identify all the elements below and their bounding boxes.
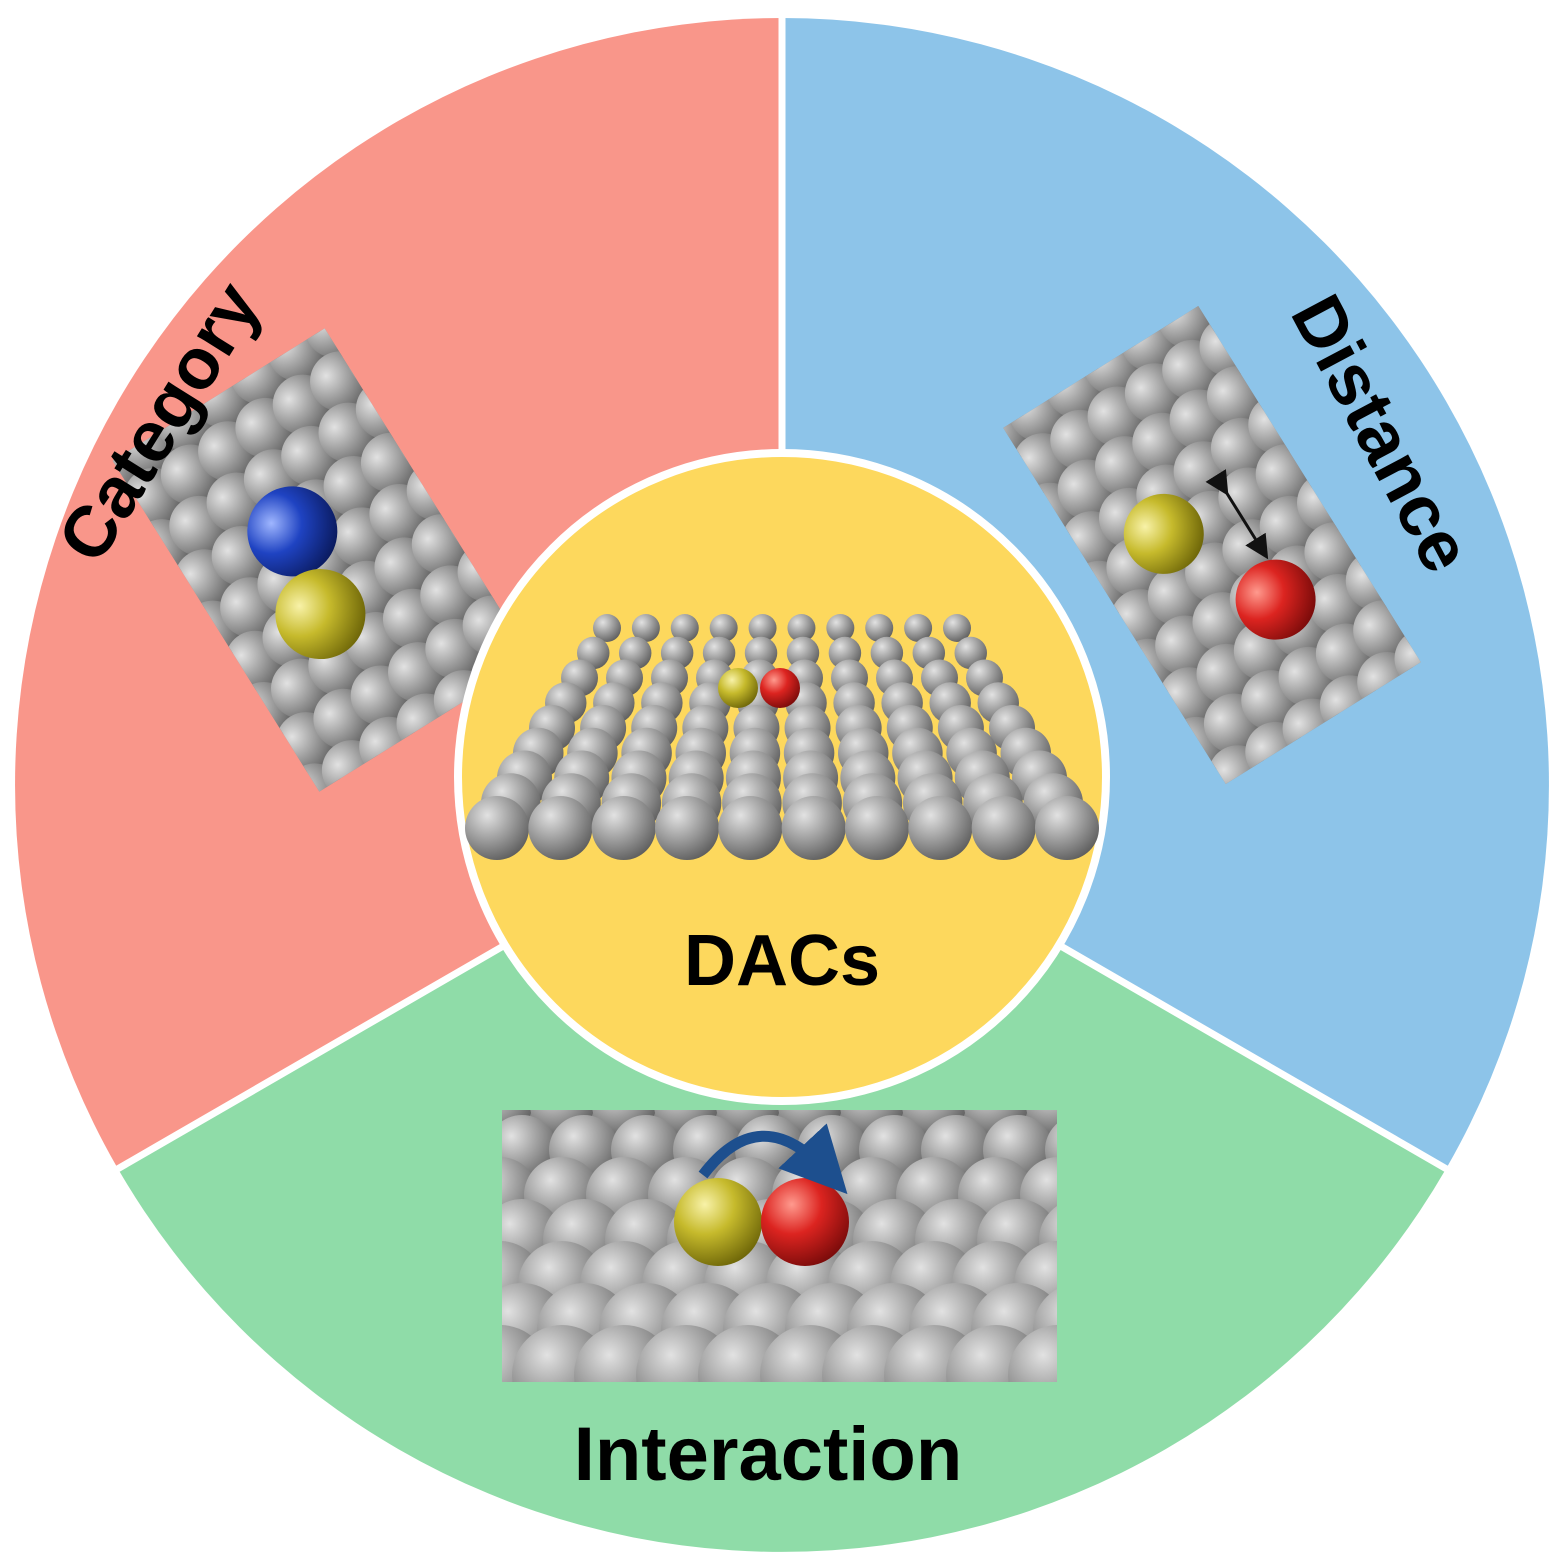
yellow-atom xyxy=(674,1178,762,1266)
substrate-atom xyxy=(943,614,971,642)
substrate-atom xyxy=(748,614,777,642)
substrate-atom xyxy=(593,614,621,642)
substrate-atom xyxy=(670,614,699,642)
yellow-atom xyxy=(1123,493,1204,574)
substrate-atom xyxy=(591,796,656,860)
substrate-atom xyxy=(528,796,593,860)
substrate-atom xyxy=(787,614,816,642)
substrate-atom xyxy=(908,796,973,860)
yellow-atom xyxy=(275,569,366,660)
substrate-atom xyxy=(655,796,719,860)
substrate-atom xyxy=(826,614,855,642)
center-lattice-image xyxy=(465,614,1099,860)
red-atom xyxy=(761,1178,849,1266)
substrate-atom xyxy=(718,796,783,860)
substrate-atom xyxy=(631,614,660,642)
interaction-label: Interaction xyxy=(574,1412,963,1497)
center-label: DACs xyxy=(684,921,880,1001)
substrate-atom xyxy=(845,796,909,860)
interaction-arrow-icon xyxy=(698,1123,848,1195)
substrate-atom xyxy=(1026,1110,1057,1137)
substrate-atom xyxy=(1008,1325,1057,1382)
distance-arrow-icon xyxy=(1205,469,1269,560)
substrate-atom xyxy=(971,796,1036,860)
substrate-atom xyxy=(904,614,933,642)
center-circle xyxy=(454,449,1110,1105)
red-atom xyxy=(1235,559,1316,640)
substrate-atom xyxy=(781,796,846,860)
blue-atom xyxy=(247,486,338,577)
interaction-inset-image xyxy=(502,1110,1057,1382)
yellow-atom xyxy=(718,668,758,708)
substrate-atom xyxy=(1035,796,1099,860)
substrate-atom xyxy=(865,614,894,642)
red-atom xyxy=(760,668,800,708)
substrate-atom xyxy=(465,796,529,860)
substrate-atom xyxy=(709,614,738,642)
